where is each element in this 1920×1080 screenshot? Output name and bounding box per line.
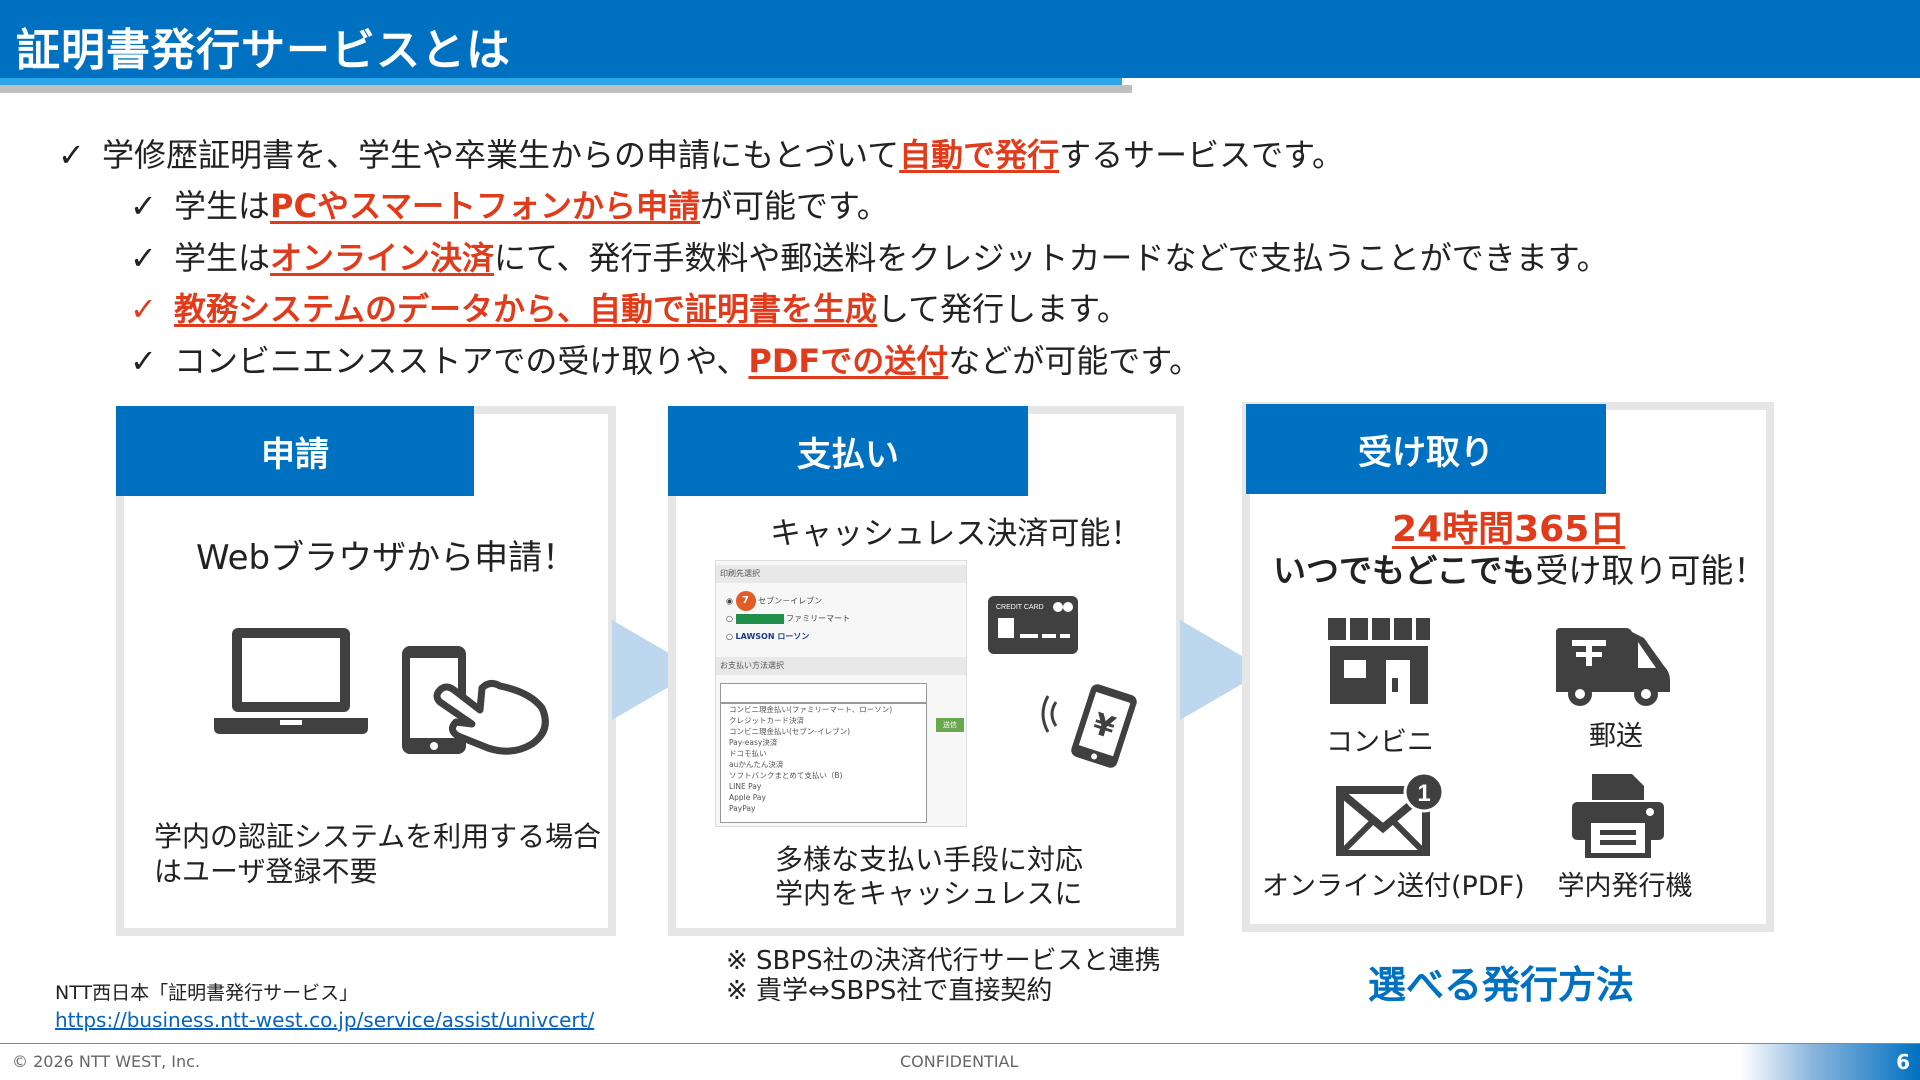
store-label: LAWSON ローソン: [735, 632, 810, 641]
apply-note-1: 学内の認証システムを利用する場合: [154, 820, 602, 853]
payment-option: Apple Pay: [729, 793, 766, 802]
method-label-pdf: オンライン送付(PDF): [1262, 871, 1525, 902]
issuance-methods-caption: 選べる発行方法: [1368, 963, 1635, 1007]
bullet-highlight: 教務システムのデータから、自動で証明書を生成: [174, 290, 878, 328]
footnote-2: ※ 貴学⇔SBPS社で直接契約: [726, 976, 1053, 1006]
mobile-payment-icon: ¥: [1041, 684, 1137, 768]
store-option: ◉ 7 セブン－イレブン: [726, 591, 822, 611]
availability-line: いつでもどこでも受け取り可能！: [1273, 544, 1766, 592]
bullet-text: が可能です。: [700, 187, 889, 225]
check-icon: ✓: [130, 290, 157, 328]
bullet-2: ✓ 学生はPCやスマートフォンから申請が可能です。: [130, 181, 889, 227]
title-bar: 証明書発行サービスとは: [0, 0, 1920, 78]
page-number: 6: [1896, 1050, 1910, 1074]
credit-card-icon: CREDIT CARD: [988, 596, 1078, 654]
bullet-highlight: オンライン決済: [270, 239, 495, 277]
bullet-highlight: 自動で発行: [899, 136, 1060, 174]
source-link[interactable]: https://business.ntt-west.co.jp/service/…: [55, 1008, 595, 1032]
apply-tab: 申請: [116, 406, 474, 496]
check-icon: ✓: [130, 342, 157, 380]
availability-bold: いつでもどこでも: [1273, 551, 1536, 590]
page-title: 証明書発行サービスとは: [16, 25, 511, 76]
payment-option: LINE Pay: [729, 782, 762, 791]
bullet-4: ✓ 教務システムのデータから、自動で証明書を生成して発行します。: [130, 284, 1129, 330]
store-label: ファミリーマート: [786, 614, 851, 623]
submit-button: 送信: [936, 718, 964, 732]
confidential-label: CONFIDENTIAL: [900, 1052, 1019, 1071]
form-section-label: 印刷先選択: [716, 565, 966, 583]
bullet-text: するサービスです。: [1059, 136, 1344, 174]
check-icon: ✓: [58, 136, 85, 174]
bullet-highlight: PDFでの送付: [748, 342, 949, 380]
payment-option: クレジットカード決済: [729, 716, 804, 725]
email-notification-icon: 1: [1336, 772, 1445, 856]
store-label: セブン－イレブン: [758, 596, 823, 606]
title-underline-shadow: [0, 85, 1132, 93]
card-label: CREDIT CARD: [996, 604, 1044, 611]
apply-headline: Webブラウザから申請！: [196, 538, 577, 578]
receive-tab: 受け取り: [1246, 404, 1606, 494]
bullet-5: ✓ コンビニエンスストアでの受け取りや、PDFでの送付などが可能です。: [130, 336, 1201, 382]
payment-headline: キャッシュレス決済可能！: [770, 516, 1142, 552]
apply-note-2: はユーザ登録不要: [154, 855, 378, 888]
availability-rest: 受け取り可能！: [1535, 551, 1767, 590]
printer-icon: [1572, 774, 1664, 858]
bullet-text: にて、発行手数料や郵送料をクレジットカードなどで支払うことができます。: [494, 239, 1609, 277]
copyright: © 2026 NTT WEST, Inc.: [12, 1052, 200, 1071]
store-option: ○ ファミリーマート: [726, 613, 851, 624]
payment-option: auかんたん決済: [729, 760, 784, 769]
payment-option: PayPay: [729, 804, 756, 813]
bullet-text: 学生は: [174, 187, 271, 225]
bullet-3: ✓ 学生はオンライン決済にて、発行手数料や郵送料をクレジットカードなどで支払うこと…: [130, 233, 1609, 279]
bullet-text: などが可能です。: [948, 342, 1202, 380]
bullet-text: 学修歴証明書を、学生や卒業生からの申請にもとづいて: [102, 136, 900, 174]
availability-highlight: 24時間365日: [1392, 509, 1626, 550]
method-label-mail: 郵送: [1589, 721, 1643, 752]
footnote-1: ※ SBPS社の決済代行サービスと連携: [726, 946, 1161, 976]
notification-badge: 1: [1417, 780, 1430, 807]
payment-option: ソフトバンクまとめて支払い（B): [729, 771, 843, 780]
bullet-text: コンビニエンスストアでの受け取りや、: [174, 342, 749, 380]
payment-note-2: 学内をキャッシュレスに: [775, 877, 1083, 910]
payment-option: コンビニ現金払い(ファミリーマート、ローソン): [729, 705, 893, 714]
payment-option: コンビニ現金払い(セブン-イレブン): [729, 727, 851, 736]
payment-option: Pay-easy決済: [729, 738, 778, 747]
convenience-store-icon: [1328, 618, 1430, 704]
store-option: ○ LAWSON ローソン: [726, 632, 810, 641]
bullet-text: 学生は: [174, 239, 271, 277]
title-underline: [0, 78, 1122, 85]
payment-form-screenshot: 印刷先選択 ◉ 7 セブン－イレブン ○ ファミリーマート ○ LAWSON ロ…: [715, 560, 967, 827]
check-icon: ✓: [130, 187, 157, 225]
tablet-touch-icon: [402, 646, 549, 755]
method-label-conbini: コンビニ: [1326, 727, 1434, 758]
bullet-highlight: PCやスマートフォンから申請: [270, 187, 700, 225]
payment-option: ドコモ払い: [729, 749, 767, 758]
payment-tab: 支払い: [668, 406, 1028, 496]
bullet-text: して発行します。: [877, 290, 1129, 328]
payment-dropdown-list: コンビニ現金払い(ファミリーマート、ローソン) クレジットカード決済 コンビニ現…: [720, 703, 927, 823]
check-icon: ✓: [130, 239, 157, 277]
laptop-icon: [214, 628, 368, 734]
source-label: NTT西日本「証明書発行サービス」: [55, 982, 359, 1004]
page-number-bar: 6: [1740, 1044, 1920, 1080]
method-label-kiosk: 学内発行機: [1557, 871, 1693, 902]
form-section-label: お支払い方法選択: [716, 657, 966, 675]
delivery-truck-icon: [1556, 628, 1670, 706]
bullet-1: ✓ 学修歴証明書を、学生や卒業生からの申請にもとづいて自動で発行するサービスです。: [58, 130, 1344, 176]
footer-divider: [0, 1043, 1920, 1044]
payment-note-1: 多様な支払い手段に対応: [775, 843, 1084, 876]
payment-select: [720, 683, 927, 703]
